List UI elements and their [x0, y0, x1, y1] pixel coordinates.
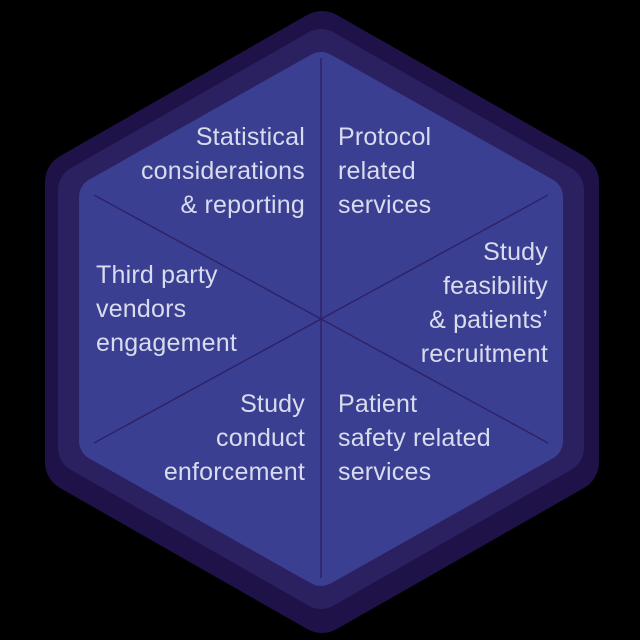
label-line: Study — [483, 238, 548, 266]
label-line: safety related — [338, 424, 491, 452]
segment-label-third-party-vendors: Third party vendors engagement — [96, 258, 237, 360]
segment-label-statistical-considerations: Statistical considerations & reporting — [141, 120, 305, 222]
label-line: Third party — [96, 261, 218, 289]
label-line: Protocol — [338, 123, 432, 151]
label-line: & patients’ — [429, 306, 548, 334]
label-line: services — [338, 458, 432, 486]
label-line: feasibility — [442, 272, 548, 300]
segment-label-study-conduct-enforcement: Study conduct enforcement — [164, 387, 305, 489]
label-line: vendors — [96, 295, 187, 323]
segment-label-patient-safety-services: Patient safety related services — [338, 387, 491, 489]
label-line: & reporting — [180, 191, 305, 219]
label-line: Statistical — [195, 123, 305, 151]
label-line: recruitment — [420, 340, 548, 368]
label-line: enforcement — [163, 458, 305, 486]
label-line: Patient — [338, 390, 418, 418]
segment-label-study-feasibility-recruitment: Study feasibility & patients’ recruitmen… — [421, 235, 548, 371]
label-line: conduct — [216, 424, 305, 452]
label-line: Study — [240, 390, 305, 418]
segment-label-protocol-related-services: Protocol related services — [338, 120, 431, 222]
label-line: services — [338, 191, 432, 219]
label-line: engagement — [96, 329, 238, 357]
label-line: considerations — [140, 157, 305, 185]
divider-line-ne-sw — [93, 194, 549, 444]
label-line: related — [338, 157, 416, 185]
